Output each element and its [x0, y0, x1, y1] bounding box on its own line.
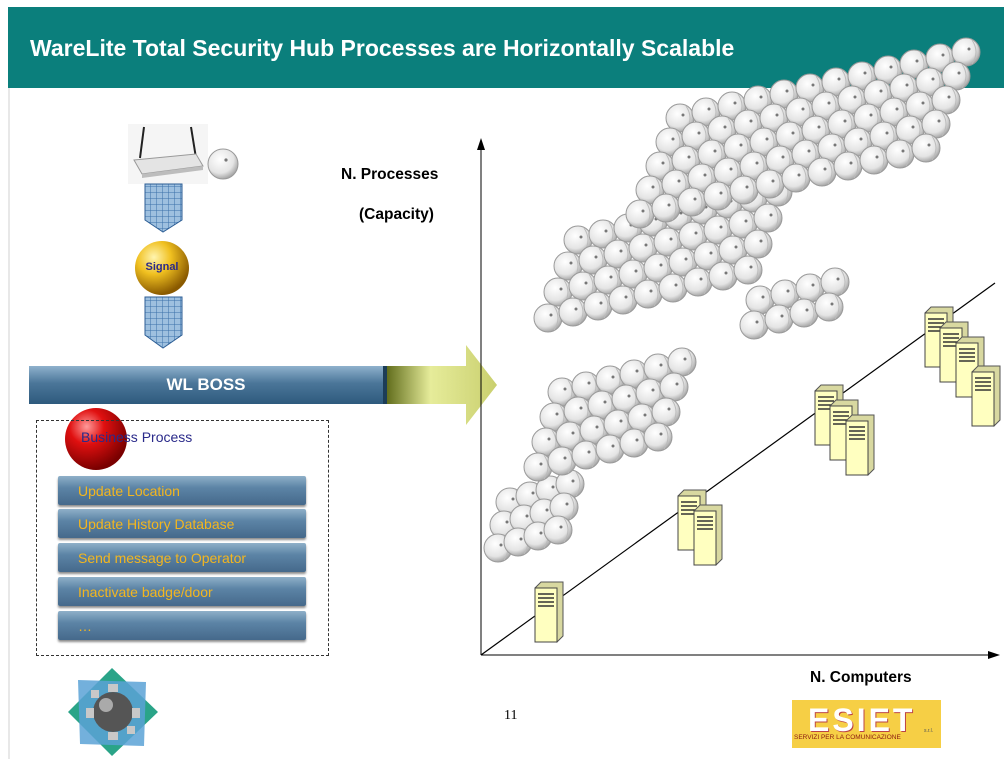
- sensor-clusters: [483, 37, 981, 563]
- left-margin-rule: [8, 88, 10, 759]
- business-process-label: Business Process: [81, 429, 193, 445]
- business-process-box: [36, 420, 329, 656]
- y-axis-sublabel: (Capacity): [359, 206, 434, 223]
- badge-sensor-icon: [708, 261, 738, 291]
- badge-sensor-icon: [668, 247, 698, 277]
- badge-sensor-icon: [911, 133, 941, 163]
- server-icon: [534, 581, 564, 643]
- badge-sensor-icon: [667, 347, 697, 377]
- badge-sensor-icon: [583, 291, 613, 321]
- badge-sensor-icon: [733, 255, 763, 285]
- badge-sensor-icon: [743, 229, 773, 259]
- esiet-logo: ESIET s.r.l. SERVIZI PER LA COMUNICAZION…: [792, 700, 941, 748]
- server-icon: [971, 365, 1001, 427]
- server-icon: [845, 414, 875, 476]
- badge-sensor-icon: [753, 203, 783, 233]
- badge-sensor-icon: [789, 298, 819, 328]
- badge-sensor-icon: [739, 310, 769, 340]
- badge-sensor-icon: [728, 209, 758, 239]
- badge-sensor-icon: [643, 422, 673, 452]
- badge-sensor-icon: [207, 148, 239, 180]
- badge-sensor-icon: [523, 452, 553, 482]
- badge-sensor-icon: [729, 175, 759, 205]
- badge-sensor-icon: [558, 297, 588, 327]
- badge-sensor-icon: [820, 267, 850, 297]
- badge-sensor-icon: [571, 440, 601, 470]
- company-logo-icon: [68, 668, 158, 756]
- process-step: Update History Database: [58, 509, 306, 538]
- badge-sensor-icon: [533, 303, 563, 333]
- chart-axes: [477, 138, 1000, 659]
- wireless-router-icon: [128, 124, 208, 184]
- badge-sensor-icon: [833, 151, 863, 181]
- process-step-label: Update History Database: [78, 516, 235, 532]
- esiet-logo-tagline: SERVIZI PER LA COMUNICAZIONE: [794, 734, 901, 741]
- badge-sensor-icon: [921, 109, 951, 139]
- badge-sensor-icon: [595, 434, 625, 464]
- badge-sensor-icon: [703, 181, 733, 211]
- process-step: Send message to Operator: [58, 543, 306, 572]
- process-step-label: Send message to Operator: [78, 550, 247, 566]
- process-step: Update Location: [58, 476, 306, 505]
- badge-sensor-icon: [807, 157, 837, 187]
- badge-sensor-icon: [651, 397, 681, 427]
- badge-sensor-icon: [608, 285, 638, 315]
- signal-sphere-icon: [135, 241, 189, 295]
- badge-sensor-icon: [931, 85, 961, 115]
- server-icon: [693, 504, 723, 566]
- process-step: …: [58, 611, 306, 640]
- x-axis-label: N. Computers: [810, 669, 912, 686]
- badge-sensor-icon: [543, 515, 573, 545]
- esiet-logo-suffix: s.r.l.: [924, 728, 934, 734]
- business-process-sphere-icon: [65, 408, 127, 470]
- badge-sensor-icon: [659, 372, 689, 402]
- process-step-label: Inactivate badge/door: [78, 584, 213, 600]
- badge-sensor-icon: [781, 163, 811, 193]
- badge-sensor-icon: [547, 446, 577, 476]
- flow-arrow-icon: [386, 345, 497, 425]
- wl-boss-label: WL BOSS: [166, 375, 246, 394]
- badge-sensor-icon: [625, 199, 655, 229]
- server-stacks: [534, 306, 1001, 643]
- badge-sensor-icon: [683, 267, 713, 297]
- badge-sensor-icon: [658, 273, 688, 303]
- badge-sensor-icon: [619, 428, 649, 458]
- badge-sensor-icon: [814, 292, 844, 322]
- badge-sensor-icon: [859, 145, 889, 175]
- badge-sensor-icon: [764, 304, 794, 334]
- process-step-label: Update Location: [78, 483, 180, 499]
- badge-sensor-icon: [543, 277, 573, 307]
- page-number: 11: [504, 708, 518, 723]
- y-axis-label: N. Processes: [341, 166, 439, 183]
- esiet-logo-text: ESIET: [808, 702, 916, 738]
- badge-sensor-icon: [885, 139, 915, 169]
- process-step-label: …: [78, 618, 92, 634]
- process-step: Inactivate badge/door: [58, 577, 306, 606]
- badge-sensor-icon: [677, 187, 707, 217]
- wl-boss-bar: WL BOSS: [29, 366, 387, 404]
- badge-sensor-icon: [755, 169, 785, 199]
- badge-sensor-icon: [651, 193, 681, 223]
- signal-label: Signal: [145, 261, 179, 273]
- page-title: WareLite Total Security Hub Processes ar…: [30, 35, 735, 61]
- badge-sensor-icon: [633, 279, 663, 309]
- down-arrow-icon: [144, 296, 183, 349]
- badge-sensor-icon: [941, 61, 971, 91]
- title-bar: WareLite Total Security Hub Processes ar…: [8, 7, 1004, 88]
- down-arrow-icon: [144, 183, 183, 233]
